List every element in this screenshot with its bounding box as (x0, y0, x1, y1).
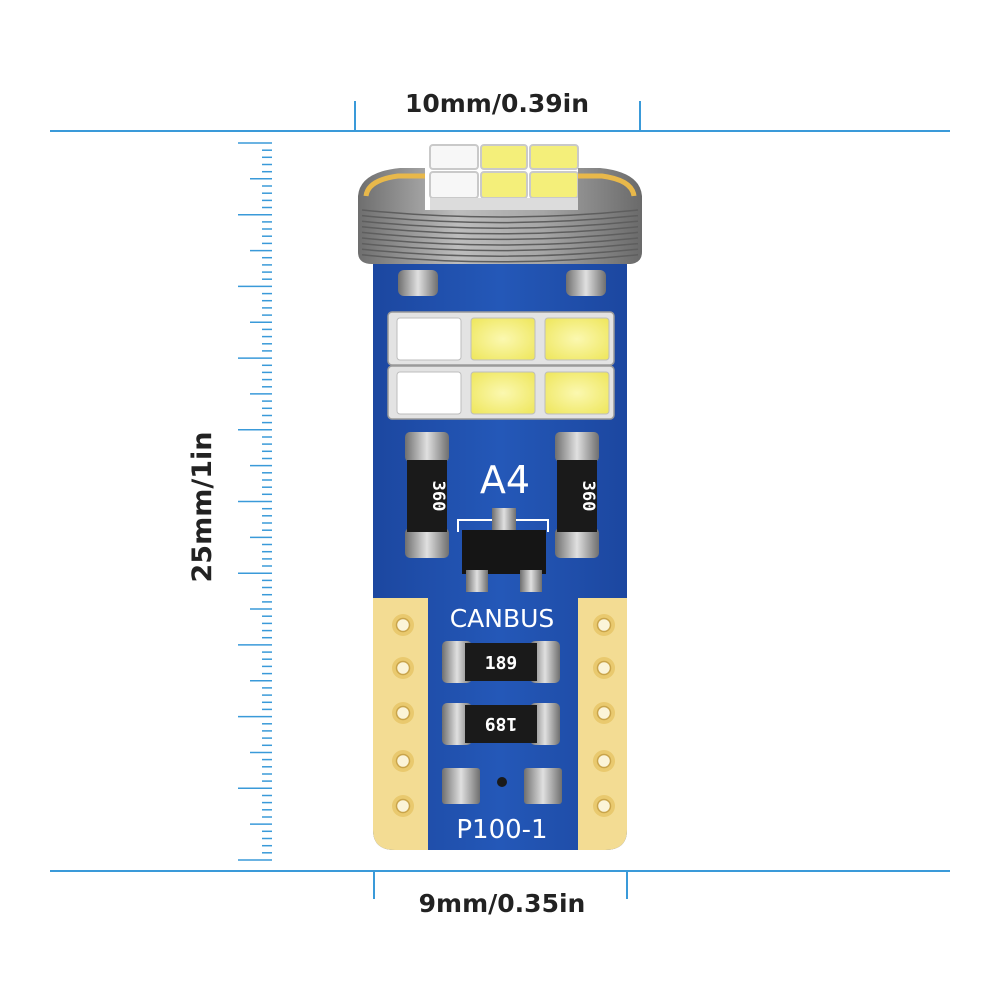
top-led (529, 144, 579, 170)
resistor-code: 189 (485, 713, 518, 734)
top-width-label: 10mm/0.39in (405, 89, 589, 118)
top-led (429, 144, 479, 170)
height-label: 25mm/1in (187, 432, 218, 583)
dimension-lines (50, 101, 950, 899)
vertical-ruler (238, 142, 272, 861)
top-led (529, 171, 579, 199)
led-chip (544, 371, 610, 415)
pcb-board: 360 360 A4 CANBUS (358, 144, 642, 850)
led-chip (544, 317, 610, 361)
bottom-width-label: 9mm/0.35in (419, 889, 586, 918)
via-hole (497, 777, 507, 787)
top-led-cluster (429, 144, 579, 210)
transistor (457, 508, 549, 592)
resistor-mid-lower: 189 (442, 703, 560, 745)
side-led-array (387, 311, 615, 420)
resistor-code: 360 (578, 481, 598, 512)
model-label: A4 (480, 458, 530, 502)
top-led (480, 144, 528, 170)
contact-strip-left (373, 598, 428, 850)
contact-strip-right (578, 598, 627, 850)
top-led (480, 171, 528, 199)
metal-cap (358, 168, 642, 264)
resistor-mid-upper: 189 (442, 641, 560, 683)
part-number-label: P100-1 (456, 815, 547, 845)
canbus-label: CANBUS (450, 604, 555, 633)
bottom-pad-right (524, 768, 562, 804)
top-led (429, 171, 479, 199)
led-chip (396, 317, 462, 361)
cap-foot-right (566, 270, 606, 296)
resistor-top-left: 360 (405, 432, 449, 558)
led-chip (396, 371, 462, 415)
cap-foot-left (398, 270, 438, 296)
resistor-code: 189 (485, 653, 518, 674)
bottom-pad-left (442, 768, 480, 804)
resistor-code: 360 (428, 481, 448, 512)
led-chip (470, 317, 536, 361)
led-chip (470, 371, 536, 415)
resistor-top-right: 360 (555, 432, 599, 558)
